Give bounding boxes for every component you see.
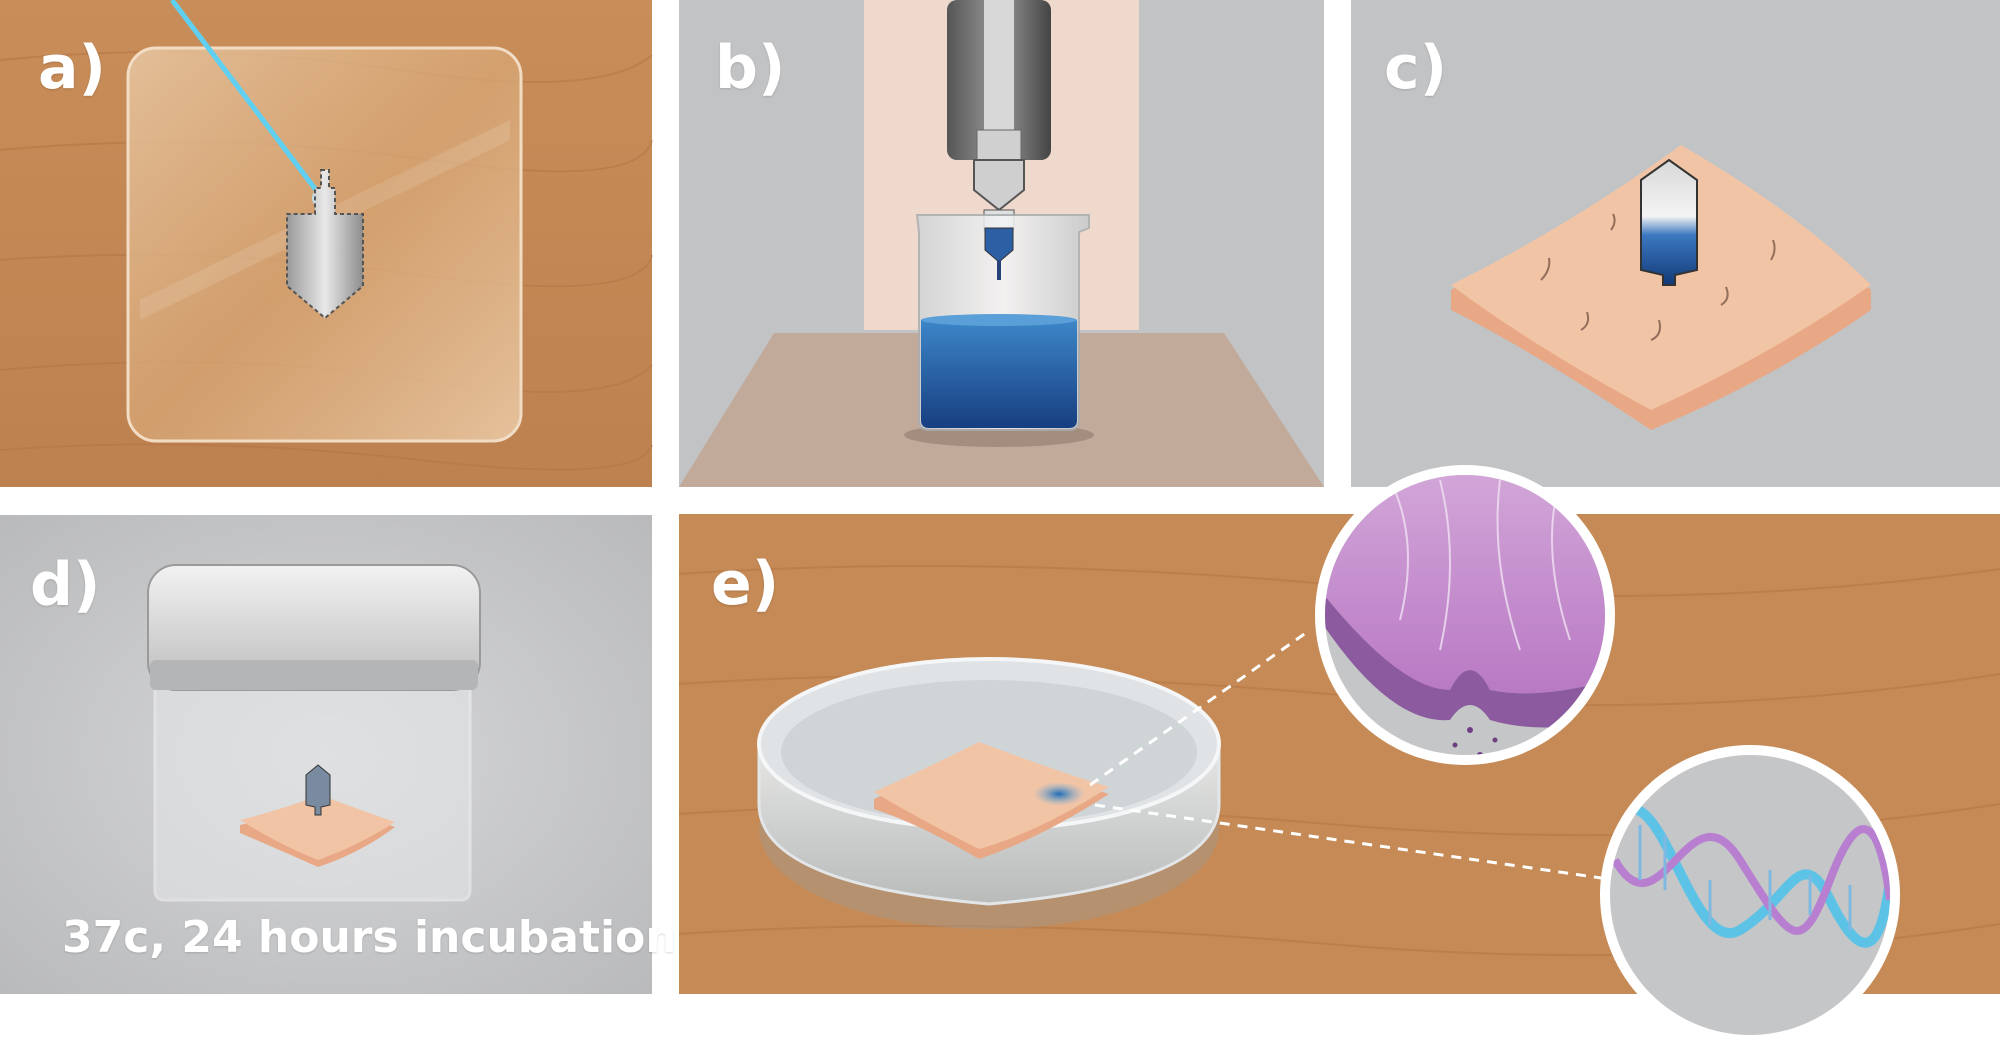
microneedle-icon [1640, 158, 1698, 286]
panel-b-illustration [679, 0, 1324, 487]
beaker-icon [915, 214, 1090, 431]
panel-e: e) [678, 514, 2000, 994]
panel-label: b) [715, 33, 786, 103]
incubation-box-icon [147, 564, 481, 902]
panel-label: a) [38, 33, 106, 103]
panel-c-illustration [1351, 0, 2000, 487]
panel-c: c) [1351, 0, 2000, 487]
laser-beam-icon [170, 0, 324, 200]
panel-d: d) 37c, 24 hours incubation [0, 515, 677, 994]
panel-a-illustration [0, 0, 653, 487]
microneedle-icon [305, 764, 331, 816]
dipping-arm [947, 0, 1051, 241]
skin-patch-icon [240, 795, 395, 867]
panel-a: a) [0, 0, 653, 487]
petri-dish-icon [757, 657, 1221, 929]
incubation-caption: 37c, 24 hours incubation [62, 912, 677, 963]
panel-d-illustration [0, 515, 652, 994]
panel-label: c) [1384, 33, 1447, 103]
panel-label: e) [711, 549, 780, 619]
microneedle-icon [984, 227, 1014, 280]
panel-label: d) [30, 550, 101, 620]
microneedle-icon [286, 169, 364, 320]
skin-patch-icon [874, 742, 1109, 859]
skin-patch-icon [1451, 145, 1871, 430]
panel-e-illustration [678, 514, 2000, 994]
panel-b: b) [679, 0, 1324, 487]
